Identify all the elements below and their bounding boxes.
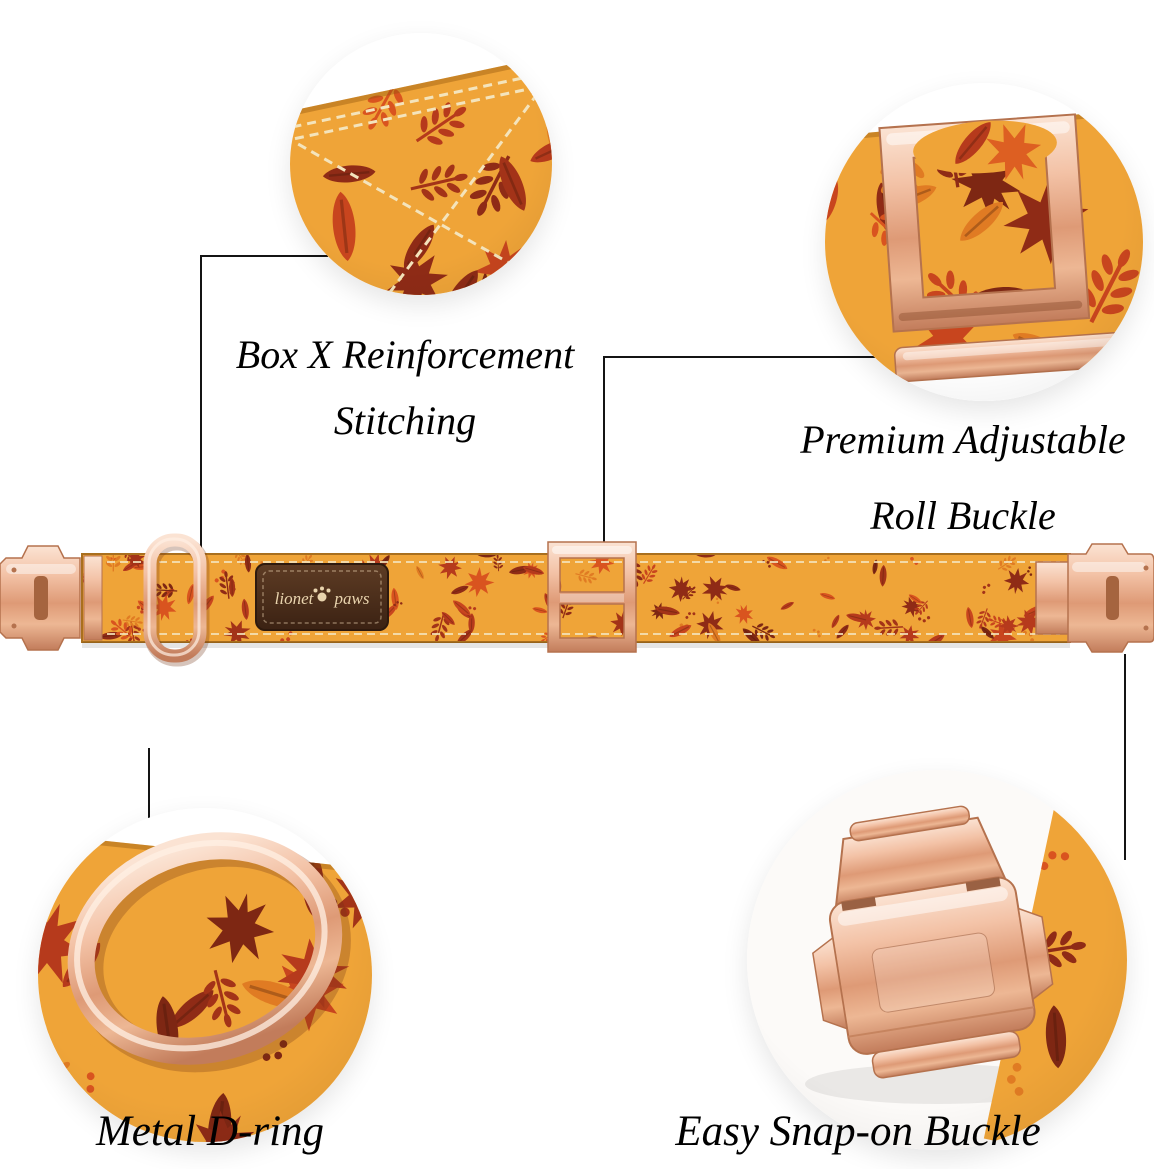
callout-roll-buckle-photo xyxy=(825,83,1143,401)
feature-label-line: Roll Buckle xyxy=(870,493,1056,538)
connector-stitching-horizontal xyxy=(200,255,328,257)
collar-photo: lionet paws xyxy=(0,524,1154,674)
adjuster-slider xyxy=(547,541,637,653)
snap-buckle xyxy=(812,805,1054,1079)
paw-icon xyxy=(313,586,331,602)
feature-label-line: Premium Adjustable xyxy=(800,417,1126,462)
callout-dring-photo xyxy=(38,808,372,1142)
brand-right: paws xyxy=(334,589,370,608)
feature-label-snap-buckle: Easy Snap-on Buckle xyxy=(608,1106,1108,1158)
left-buckle xyxy=(0,545,103,651)
feature-label-roll-buckle: Premium Adjustable Roll Buckle xyxy=(713,402,1154,554)
callout-stitching-photo xyxy=(290,33,552,295)
feature-label-line: Stitching xyxy=(333,398,477,443)
connector-roll-buckle-vertical xyxy=(603,356,605,548)
feature-label-dring: Metal D-ring xyxy=(0,1106,460,1158)
brand-left: lionet xyxy=(275,589,315,608)
feature-label-line: Metal D-ring xyxy=(95,1108,325,1155)
fabric-edge xyxy=(983,770,1127,1150)
right-buckle xyxy=(1035,543,1154,653)
d-ring xyxy=(143,533,210,667)
metal-d-ring xyxy=(67,832,351,1073)
fabric-roll xyxy=(913,114,1057,190)
connector-roll-buckle-horizontal xyxy=(603,356,875,358)
feature-label-stitching: Box X Reinforcement Stitching xyxy=(155,322,655,454)
buckle-edge-bar xyxy=(893,329,1143,383)
feature-label-line: Easy Snap-on Buckle xyxy=(675,1108,1041,1155)
brand-tag: lionet paws xyxy=(255,563,389,631)
feature-label-line: Box X Reinforcement xyxy=(235,332,575,377)
connector-snap-buckle-vertical xyxy=(1124,654,1126,860)
callout-snap-buckle-photo xyxy=(747,770,1127,1150)
connector-stitching-vertical xyxy=(200,255,202,555)
connector-dring-vertical xyxy=(148,748,150,820)
